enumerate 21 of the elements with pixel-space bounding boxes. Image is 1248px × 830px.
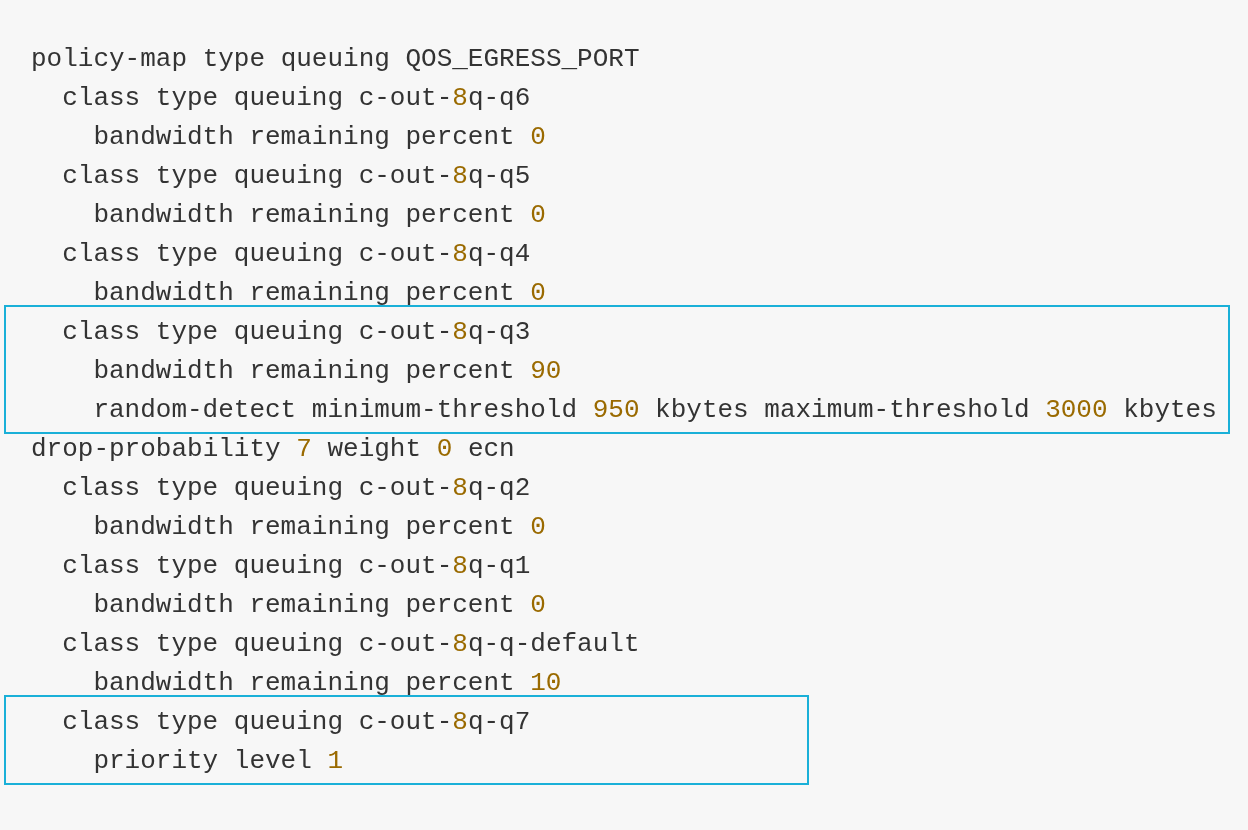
code-line: class type queuing c-out-8q-q3 (62, 316, 531, 349)
code-line: class type queuing c-out-8q-q1 (62, 550, 531, 583)
code-line: class type queuing c-out-8q-q7 (62, 706, 531, 739)
highlight-box (4, 305, 1230, 434)
code-line: class type queuing c-out-8q-q2 (62, 472, 531, 505)
code-line: class type queuing c-out-8q-q-default (62, 628, 640, 661)
code-line: class type queuing c-out-8q-q5 (62, 160, 531, 193)
highlight-box (4, 695, 809, 785)
code-line: bandwidth remaining percent 0 (93, 121, 546, 154)
code-line: bandwidth remaining percent 0 (93, 277, 546, 310)
code-line: bandwidth remaining percent 10 (93, 667, 562, 700)
code-line: drop-probability 7 weight 0 ecn (31, 433, 515, 466)
code-line: bandwidth remaining percent 90 (93, 355, 562, 388)
code-line: priority level 1 (93, 745, 344, 778)
code-line: policy-map type queuing QOS_EGRESS_PORT (31, 43, 640, 76)
code-line: random-detect minimum-threshold 950 kbytes maximum-threshold 3000 kbytes (93, 394, 1217, 427)
code-line: class type queuing c-out-8q-q4 (62, 238, 531, 271)
code-line: bandwidth remaining percent 0 (93, 589, 546, 622)
code-line: bandwidth remaining percent 0 (93, 511, 546, 544)
code-line: class type queuing c-out-8q-q6 (62, 82, 531, 115)
code-line: bandwidth remaining percent 0 (93, 199, 546, 232)
